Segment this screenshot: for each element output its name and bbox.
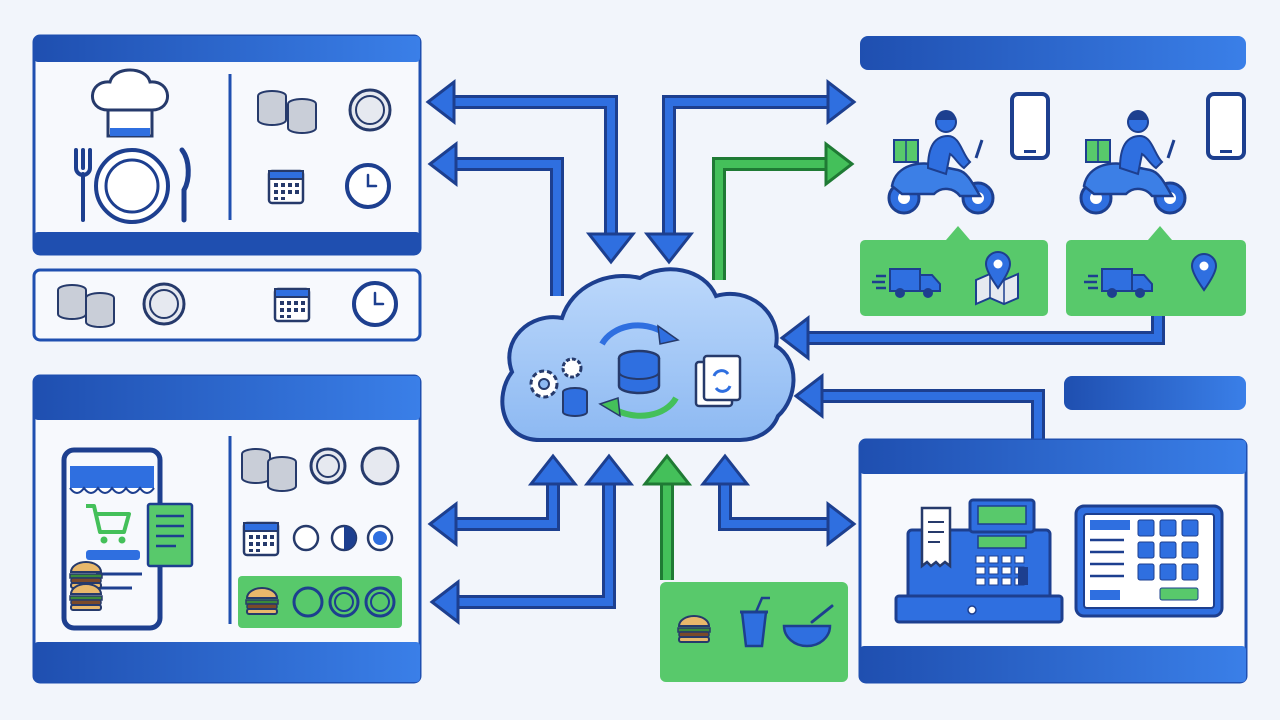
scooter-rider-icon bbox=[1079, 108, 1187, 215]
panel-footer-bar bbox=[34, 232, 420, 254]
kitchen-strip-panel bbox=[32, 268, 422, 342]
delivery-tracking-card-2 bbox=[1066, 226, 1246, 316]
fork-icon bbox=[74, 148, 92, 222]
chef-hat-icon bbox=[91, 68, 169, 138]
kitchen-panel bbox=[32, 34, 422, 256]
database-icon bbox=[562, 349, 661, 417]
arrow-delivery-to-cloud bbox=[779, 314, 1165, 362]
burger-icon bbox=[245, 587, 279, 615]
pos-panel bbox=[858, 376, 1248, 684]
arrow-cloud-to-delivery-top bbox=[643, 78, 857, 265]
arrow-cloud-to-kitchen-top bbox=[425, 78, 637, 265]
gears-icon bbox=[529, 357, 583, 399]
panel-header-bar bbox=[34, 36, 420, 62]
arrow-pos-to-cloud bbox=[793, 372, 1045, 440]
cart-icon bbox=[86, 504, 131, 544]
sync-arrows-icon bbox=[598, 322, 680, 419]
coin-icon bbox=[348, 88, 392, 132]
knife-icon bbox=[179, 147, 191, 223]
calendar-icon bbox=[267, 169, 305, 205]
arrow-cloud-to-delivery-green bbox=[712, 140, 855, 280]
menu-items-panel bbox=[660, 582, 848, 682]
panel-header-bar bbox=[34, 376, 420, 420]
panel-header-bar bbox=[860, 440, 1246, 474]
delivery-tracking-card-1 bbox=[860, 226, 1048, 316]
bowl-icon bbox=[782, 604, 834, 648]
panel-footer-bar bbox=[34, 642, 420, 682]
delivery-panel bbox=[860, 36, 1246, 316]
panel-header-bar bbox=[860, 36, 1246, 70]
coins-icon bbox=[85, 292, 115, 328]
panel-label-bar bbox=[1064, 376, 1246, 410]
status-indicators-row-3 bbox=[292, 586, 396, 618]
panel-footer-bar bbox=[860, 646, 1246, 682]
scooter-rider-icon bbox=[887, 108, 995, 215]
smartphone-icon bbox=[1206, 92, 1246, 160]
burger-icon bbox=[69, 583, 103, 611]
plate-icon bbox=[94, 148, 170, 224]
receipt-icon bbox=[146, 502, 194, 568]
connection-arrows bbox=[425, 78, 1165, 626]
coins-icon bbox=[287, 98, 317, 134]
status-indicators-row-2 bbox=[292, 524, 394, 552]
clock-icon bbox=[352, 281, 398, 327]
arrow-cloud-to-online-top bbox=[427, 453, 579, 548]
coins-icon bbox=[257, 90, 287, 126]
receipt-icon bbox=[920, 506, 952, 569]
online-ordering-panel bbox=[32, 374, 422, 684]
coins-icon bbox=[57, 284, 87, 320]
coins-icon bbox=[241, 448, 271, 484]
coins-icon bbox=[267, 456, 297, 492]
tablet-keypad-icon bbox=[1074, 504, 1224, 618]
coin-icon bbox=[142, 282, 186, 326]
clock-icon bbox=[345, 163, 391, 209]
arrow-cloud-to-pos bbox=[699, 453, 857, 548]
drink-cup-icon bbox=[740, 596, 770, 648]
cloud-sync-icon bbox=[500, 267, 796, 442]
arrow-cloud-to-kitchen-bottom bbox=[427, 140, 564, 296]
arrow-cloud-to-online-bottom bbox=[429, 453, 635, 626]
calendar-icon bbox=[273, 287, 311, 323]
burger-icon bbox=[677, 615, 711, 643]
arrow-menu-to-cloud bbox=[641, 453, 693, 580]
status-indicators-row-1 bbox=[309, 446, 400, 486]
calendar-icon bbox=[242, 521, 280, 557]
document-sync-icon bbox=[694, 354, 742, 408]
smartphone-icon bbox=[1010, 92, 1050, 160]
